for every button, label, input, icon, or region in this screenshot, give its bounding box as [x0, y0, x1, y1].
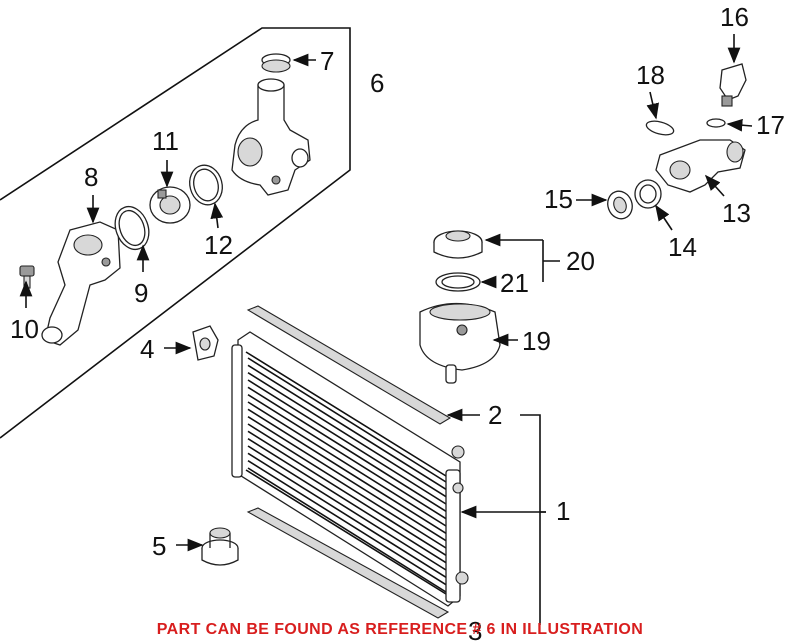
- callout-19: 19: [522, 326, 551, 356]
- callout-5: 5: [152, 531, 166, 561]
- callout-9: 9: [134, 278, 148, 308]
- callout-4: 4: [140, 334, 154, 364]
- radiator-fin: [247, 415, 447, 542]
- radiator-fin: [247, 401, 447, 527]
- part-14-ring[interactable]: [634, 179, 662, 209]
- coolant-housing[interactable]: [231, 78, 311, 196]
- radiator-fin: [247, 386, 447, 513]
- callout-13: 13: [722, 198, 751, 228]
- callout-14: 14: [668, 232, 697, 262]
- radiator-fin: [247, 423, 447, 549]
- part-21-cap-gasket[interactable]: [435, 272, 481, 292]
- radiator-fin: [247, 467, 447, 593]
- callout-3: 3: [468, 616, 482, 643]
- callout-12: 12: [204, 230, 233, 260]
- radiator-fin: [247, 445, 447, 571]
- callout-21: 21: [500, 268, 529, 298]
- callout-8: 8: [84, 162, 98, 192]
- callout-6: 6: [370, 68, 384, 98]
- part-13-flange[interactable]: [655, 139, 746, 193]
- radiator-fin: [247, 430, 447, 557]
- callout-20: 20: [566, 246, 595, 276]
- leader-lines: [19, 34, 753, 625]
- footer-note: PART CAN BE FOUND AS REFERENCE # 6 IN IL…: [157, 621, 643, 638]
- part-10-bolt[interactable]: [19, 265, 35, 289]
- callout-7: 7: [320, 46, 334, 76]
- radiator-fin: [247, 371, 447, 498]
- part-3-seal-strip[interactable]: [246, 507, 450, 619]
- part-1-radiator[interactable]: [231, 331, 469, 607]
- part-15-seal[interactable]: [604, 188, 636, 223]
- radiator-fin: [247, 437, 447, 564]
- callout-16: 16: [720, 2, 749, 32]
- part-18-gasket[interactable]: [645, 119, 675, 138]
- callout-17: 17: [756, 110, 785, 140]
- radiator-fin: [247, 459, 447, 586]
- part-16-sensor[interactable]: [719, 63, 747, 107]
- radiator-fin: [247, 408, 447, 535]
- part-17-o-ring[interactable]: [706, 118, 726, 128]
- radiator-fin: [247, 452, 447, 579]
- part-12-gasket[interactable]: [185, 162, 226, 209]
- housing-group-outline: [0, 27, 351, 439]
- part-9-o-ring[interactable]: [109, 202, 154, 254]
- callout-2: 2: [488, 400, 502, 430]
- radiator-fin: [247, 364, 447, 491]
- callout-labels: 1 2 3 4 5 6 7 8 9 10 11 12 13 14 15 16 1…: [10, 2, 785, 643]
- part-11-thermostat[interactable]: [149, 186, 191, 224]
- part-20-cap[interactable]: [433, 230, 483, 259]
- part-7-seal[interactable]: [261, 53, 291, 73]
- callout-1: 1: [556, 496, 570, 526]
- callout-15: 15: [544, 184, 573, 214]
- part-19-expansion-tank[interactable]: [419, 302, 501, 384]
- radiator-fin: [247, 379, 447, 505]
- part-5-grommet[interactable]: [201, 527, 239, 566]
- callout-11: 11: [152, 126, 179, 156]
- radiator-fin: [247, 393, 447, 520]
- part-8-housing-pipe[interactable]: [41, 221, 121, 346]
- part-4-mount[interactable]: [192, 325, 219, 361]
- radiator-fin: [247, 357, 447, 483]
- callout-10: 10: [10, 314, 39, 344]
- callout-18: 18: [636, 60, 665, 90]
